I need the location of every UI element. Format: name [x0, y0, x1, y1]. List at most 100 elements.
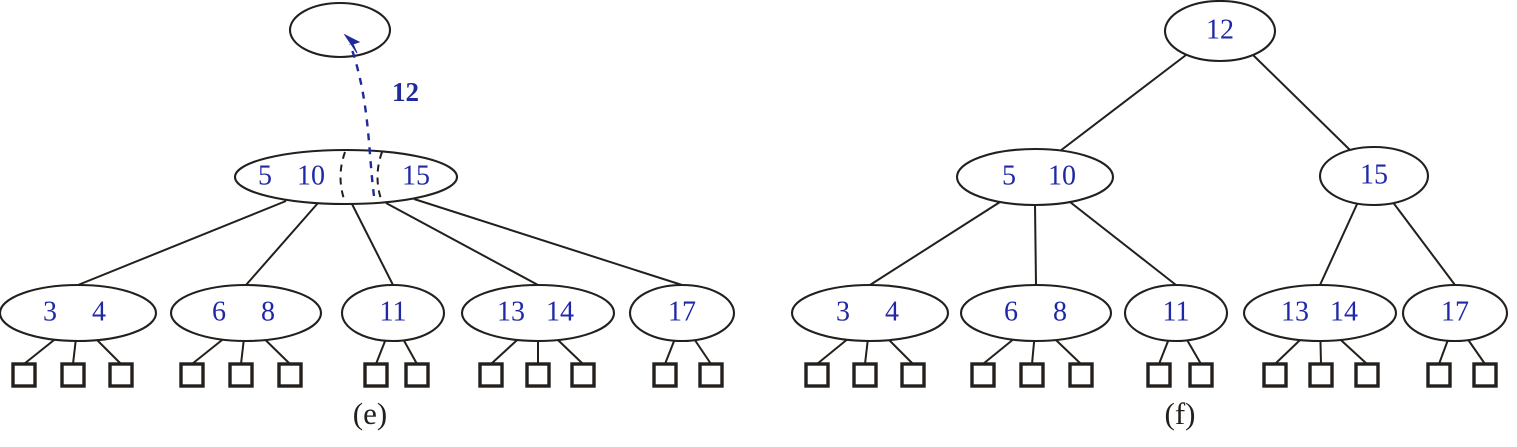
leaf-3-4-null-edge-2: [864, 338, 869, 365]
leaf-11-null-edge-1: [375, 338, 387, 365]
leaf-6-8-f-null-pointer-box-1: [970, 362, 996, 388]
tree-edge-e-5: [413, 198, 683, 286]
internal-node-5-10[interactable]: [955, 147, 1115, 207]
leaf-13-14[interactable]: [1242, 283, 1398, 343]
leaf-3-4-null-edge-3: [95, 338, 122, 365]
leaf-3-4-null-edge-3: [887, 338, 914, 365]
leaf-17-f-null-pointer-box-1: [1426, 362, 1452, 388]
overfull-internal-node-key-5: 5: [258, 160, 272, 191]
leaf-3-4-key-3: 3: [836, 296, 850, 327]
leaf-13-14-null-edge-2: [1319, 338, 1322, 365]
leaf-3-4-key-3: 3: [43, 296, 57, 327]
tree-edge-f-5: [1069, 201, 1177, 286]
leaf-11-key-11: 11: [1163, 296, 1190, 327]
leaf-17[interactable]: [1401, 283, 1509, 343]
tree-edge-f-7: [1391, 200, 1456, 286]
leaf-3-4-e-null-pointer-box-1: [11, 362, 37, 388]
tree-edge-f-4: [1034, 204, 1037, 286]
promote-key-12-path: [348, 43, 376, 197]
internal-node-5-10-key-5: 5: [1002, 160, 1016, 191]
leaf-11-f-null-pointer-box-1: [1146, 362, 1172, 388]
leaf-3-4-f-null-pointer-box-2: [852, 362, 878, 388]
leaf-6-8-null-edge-2: [240, 338, 245, 365]
leaf-11-key-11: 11: [380, 296, 407, 327]
leaf-11-f-null-pointer-box-2: [1188, 362, 1214, 388]
empty-key-slot-divider-2: [376, 151, 383, 203]
leaf-13-14-e-null-pointer-box-1: [478, 362, 504, 388]
leaf-3-4[interactable]: [790, 283, 950, 343]
empty-key-slot-divider-1: [339, 151, 346, 203]
leaf-6-8-key-6: 6: [212, 296, 226, 327]
leaf-6-8-key-8: 8: [261, 296, 275, 327]
leaf-13-14-key-14: 14: [546, 296, 574, 327]
leaf-11[interactable]: [1123, 283, 1229, 343]
leaf-17[interactable]: [628, 283, 736, 343]
internal-node-5-10-key-10: 10: [1048, 160, 1076, 191]
panel-caption-f: (f): [1165, 396, 1196, 431]
leaf-13-14[interactable]: [460, 283, 616, 343]
root-node-12[interactable]: [1163, 0, 1277, 63]
leaf-13-14-f-null-pointer-box-3: [1354, 362, 1380, 388]
leaf-13-14-e-null-pointer-box-3: [570, 362, 596, 388]
leaf-6-8-null-edge-3: [263, 338, 291, 365]
leaf-13-14-null-edge-1: [1274, 338, 1302, 365]
leaf-13-14-null-edge-1: [490, 338, 519, 365]
leaf-17-key-17: 17: [1441, 296, 1469, 327]
tree-edge-f-6: [1319, 201, 1359, 286]
leaf-13-14-e-null-pointer-box-2: [525, 362, 551, 388]
leaf-3-4-key-4: 4: [92, 296, 106, 327]
leaf-11-e-null-pointer-box-1: [363, 362, 389, 388]
leaf-11[interactable]: [340, 283, 446, 343]
leaf-6-8-f-null-pointer-box-2: [1019, 362, 1045, 388]
leaf-3-4-key-4: 4: [885, 296, 899, 327]
leaf-6-8-f-null-pointer-box-3: [1068, 362, 1094, 388]
leaf-6-8-null-edge-2: [1031, 338, 1036, 365]
leaf-3-4-null-edge-1: [816, 338, 849, 365]
leaf-6-8[interactable]: [959, 283, 1113, 343]
tree-edge-e-2: [245, 202, 319, 286]
leaf-17-null-edge-1: [664, 338, 676, 365]
leaf-3-4-null-edge-2: [72, 338, 77, 365]
leaf-11-null-edge-2: [1185, 338, 1202, 365]
leaf-13-14-key-13: 13: [497, 296, 525, 327]
tree-edge-e-3: [351, 203, 394, 286]
leaf-13-14-f-null-pointer-box-1: [1262, 362, 1288, 388]
leaf-17-f-null-pointer-box-2: [1472, 362, 1498, 388]
leaf-11-null-edge-1: [1158, 338, 1170, 365]
root-node-12-key-12: 12: [1206, 14, 1234, 45]
leaf-17-null-edge-2: [693, 338, 712, 365]
leaf-17-key-17: 17: [668, 296, 696, 327]
leaf-3-4-f-null-pointer-box-1: [804, 362, 830, 388]
leaf-6-8-key-6: 6: [1004, 296, 1018, 327]
leaf-11-null-edge-2: [402, 338, 418, 365]
tree-edge-e-1: [77, 200, 287, 286]
leaf-3-4-e-null-pointer-box-2: [60, 362, 86, 388]
leaf-6-8-e-null-pointer-box-2: [228, 362, 254, 388]
leaf-17-e-null-pointer-box-1: [652, 362, 678, 388]
leaf-17-null-edge-2: [1466, 338, 1486, 365]
leaf-6-8-e-null-pointer-box-1: [179, 362, 205, 388]
leaf-13-14-null-edge-3: [556, 338, 584, 365]
empty-root-node[interactable]: [288, 1, 392, 59]
leaf-13-14-key-14: 14: [1330, 296, 1358, 327]
overfull-internal-node-key-10: 10: [297, 160, 325, 191]
leaf-3-4[interactable]: [0, 283, 158, 343]
panel-caption-e: (e): [353, 396, 387, 431]
overfull-internal-node[interactable]: [233, 148, 459, 206]
tree-edge-e-4: [385, 202, 539, 286]
leaf-3-4-null-edge-1: [23, 338, 56, 365]
leaf-3-4-e-null-pointer-box-3: [108, 362, 134, 388]
leaf-6-8-null-edge-1: [191, 338, 224, 365]
leaf-6-8[interactable]: [169, 283, 323, 343]
promote-key-12-label: 12: [392, 77, 419, 107]
internal-node-15[interactable]: [1318, 145, 1430, 207]
leaf-6-8-key-8: 8: [1053, 296, 1067, 327]
internal-node-15-key-15: 15: [1360, 159, 1388, 190]
tree-edge-f-2: [1252, 54, 1351, 151]
leaf-3-4-f-null-pointer-box-3: [900, 362, 926, 388]
tree-edge-f-3: [869, 201, 1001, 286]
